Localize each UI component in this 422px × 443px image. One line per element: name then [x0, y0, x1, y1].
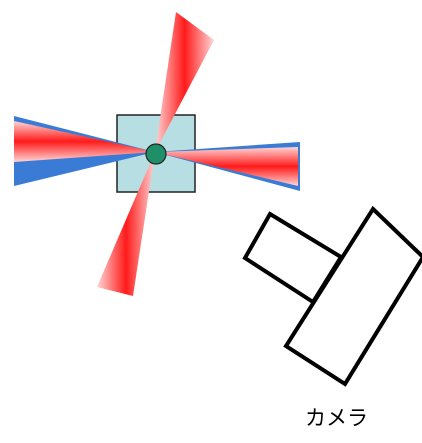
camera-icon	[242, 205, 422, 387]
atom-cloud-icon	[145, 143, 167, 165]
laser-beam-icon	[155, 12, 214, 152]
camera-label: カメラ	[305, 406, 368, 430]
laser-beam-icon	[97, 152, 155, 296]
laser-beam-icon	[155, 147, 298, 186]
laser-beam-icon	[14, 121, 155, 162]
